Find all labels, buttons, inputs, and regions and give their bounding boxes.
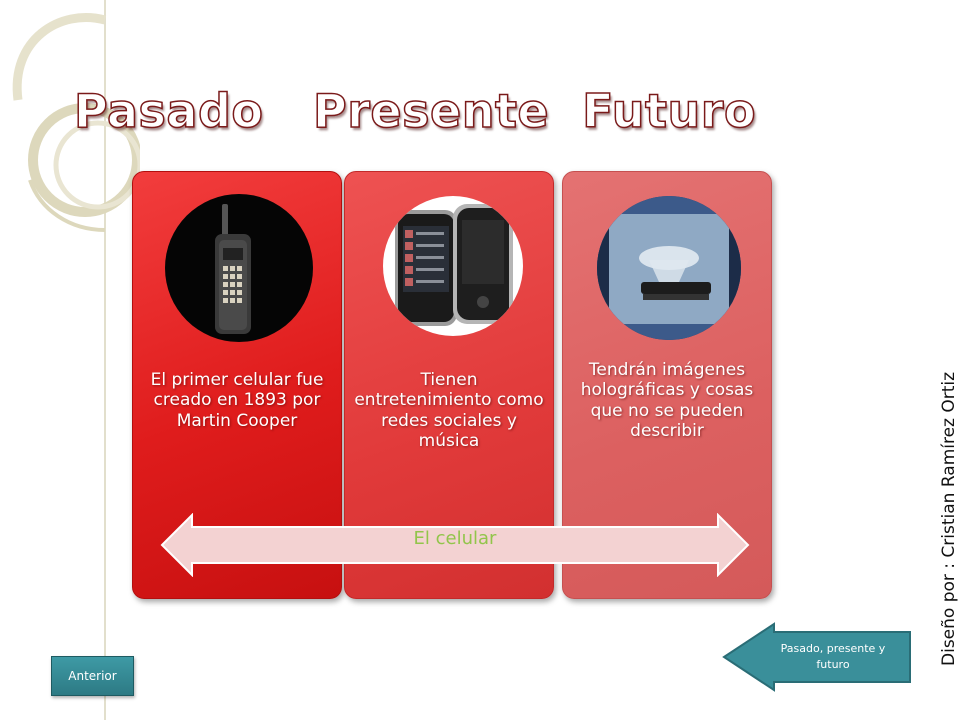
- card-text-futuro: Tendrán imágenes holográficas y cosas qu…: [580, 360, 754, 442]
- decorative-rings: [12, 0, 140, 720]
- smartphones-image: [383, 196, 523, 336]
- next-arrow-button[interactable]: [722, 622, 914, 692]
- author-credit: Diseño por : Cristian Ramírez Ortiz: [939, 371, 959, 666]
- double-arrow-banner: [160, 513, 750, 577]
- card-text-presente: Tienen entretenimiento como redes social…: [354, 370, 544, 452]
- previous-button[interactable]: Anterior: [51, 656, 134, 696]
- card-text-pasado: El primer celular fue creado en 1893 por…: [150, 370, 324, 431]
- next-button-label[interactable]: Pasado, presente y futuro: [780, 642, 886, 671]
- brick-phone-image: [165, 194, 313, 342]
- banner-label: El celular: [413, 528, 497, 549]
- card-pasado: El primer celular fue creado en 1893 por…: [132, 171, 342, 599]
- hologram-phone-image: [597, 196, 741, 340]
- page-title: Pasado Presente Futuro: [73, 83, 757, 139]
